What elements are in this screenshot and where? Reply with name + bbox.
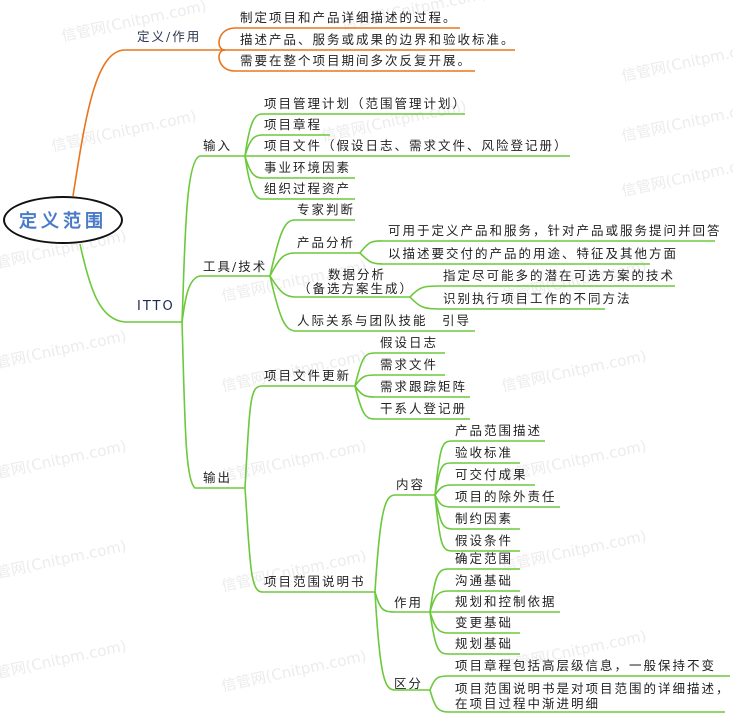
tool-expert-judgment: 专家判断 [297,202,356,217]
content-item: 可交付成果 [455,467,528,482]
product-analysis-item: 以描述要交付的产品的用途、特征及其他方面 [388,246,679,261]
tools-node[interactable]: 工具/技术 [203,259,268,274]
difference-item-cont: 在项目过程中渐进明细 [455,696,601,711]
inputs-node[interactable]: 输入 [203,138,233,153]
definition-item: 制定项目和产品详细描述的过程。 [240,10,458,25]
definition-item: 描述产品、服务或成果的边界和验收标准。 [240,32,516,47]
content-item: 假设条件 [455,533,514,548]
purpose-item: 规划和控制依据 [455,594,557,609]
content-item: 验收标准 [455,445,514,460]
doc-updates-node[interactable]: 项目文件更新 [264,368,352,383]
itto-node[interactable]: ITTO [137,299,175,314]
data-analysis-item: 指定尽可能多的潜在可选方案的技术 [443,268,676,283]
tool-interpersonal[interactable]: 人际关系与团队技能 [297,313,428,328]
tool-data-analysis-sub: （备选方案生成） [298,281,415,296]
input-item: 项目管理计划（范围管理计划） [264,96,468,111]
content-node[interactable]: 内容 [396,477,426,492]
input-item: 项目章程 [264,117,323,132]
interpersonal-item: 引导 [442,313,472,328]
definition-node[interactable]: 定义/作用 [137,29,202,44]
purpose-item: 变更基础 [455,615,514,630]
difference-item: 项目范围说明书是对项目范围的详细描述， [455,681,731,696]
tool-data-analysis[interactable]: 数据分析 [328,267,387,282]
input-item: 组织过程资产 [264,181,352,196]
content-item: 制约因素 [455,511,514,526]
content-item: 产品范围描述 [455,423,543,438]
doc-update-item: 需求跟踪矩阵 [380,379,468,394]
doc-update-item: 需求文件 [380,357,439,372]
product-analysis-item: 可用于定义产品和服务，针对产品或服务提问并回答 [388,223,722,238]
tool-product-analysis[interactable]: 产品分析 [297,235,356,250]
purpose-node[interactable]: 作用 [394,595,424,610]
doc-update-item: 假设日志 [380,335,439,350]
definition-item: 需要在整个项目期间多次反复开展。 [240,53,473,68]
content-item: 项目的除外责任 [455,489,557,504]
purpose-item: 确定范围 [455,551,514,566]
difference-item: 项目章程包括高层级信息，一般保持不变 [455,658,717,673]
scope-statement-node[interactable]: 项目范围说明书 [264,574,366,589]
purpose-item: 沟通基础 [455,573,514,588]
root-node[interactable]: 定义范围 [3,196,123,244]
outputs-node[interactable]: 输出 [203,470,233,485]
input-item: 事业环境因素 [264,160,352,175]
difference-node[interactable]: 区分 [394,676,424,691]
root-label: 定义范围 [19,211,107,232]
input-item: 项目文件（假设日志、需求文件、风险登记册） [264,138,569,153]
doc-update-item: 干系人登记册 [380,401,468,416]
data-analysis-item: 识别执行项目工作的不同方法 [443,291,632,306]
purpose-item: 规划基础 [455,636,514,651]
